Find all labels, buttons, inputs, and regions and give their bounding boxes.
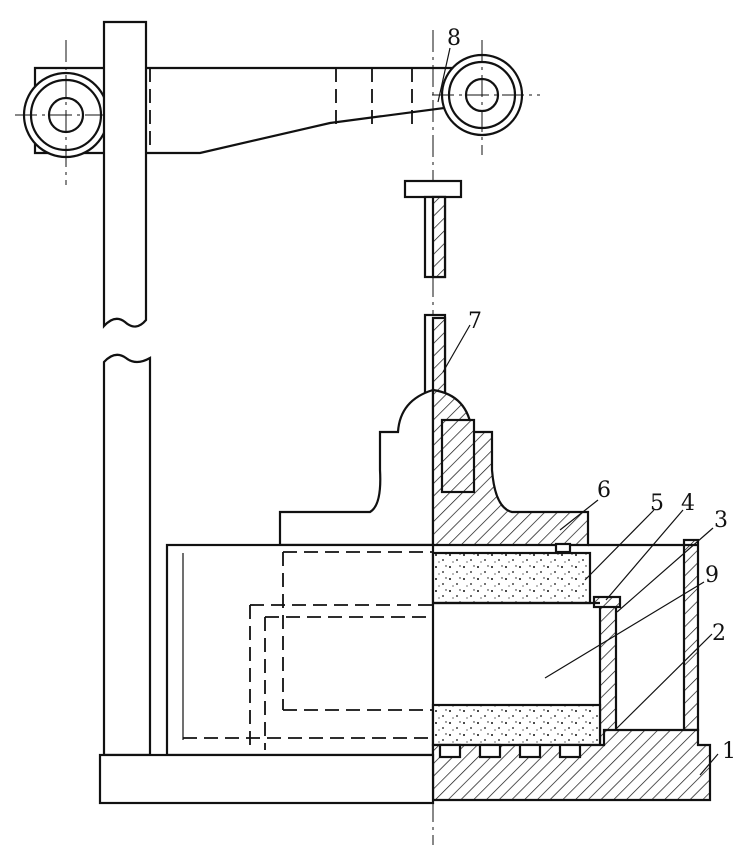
callout-1: 1 [722,739,736,764]
die-body-left [165,543,435,757]
plunger-rod [423,313,447,407]
callout-8: 8 [447,26,461,51]
callout-9: 9 [705,563,719,588]
upper-punch [278,388,590,554]
die-body-right [431,538,712,802]
right-pivot-eye [432,40,540,155]
callout-3: 3 [714,508,728,533]
callout-5: 5 [650,491,664,516]
callout-2: 2 [712,621,726,646]
base-plate-left [98,753,435,805]
callout-6: 6 [597,478,611,503]
callout-7: 7 [468,309,482,334]
callout-4: 4 [681,491,695,516]
leader-lines [437,47,719,776]
lower-guide-column [102,353,152,757]
push-pin [403,179,463,279]
upper-guide-column [102,20,148,329]
